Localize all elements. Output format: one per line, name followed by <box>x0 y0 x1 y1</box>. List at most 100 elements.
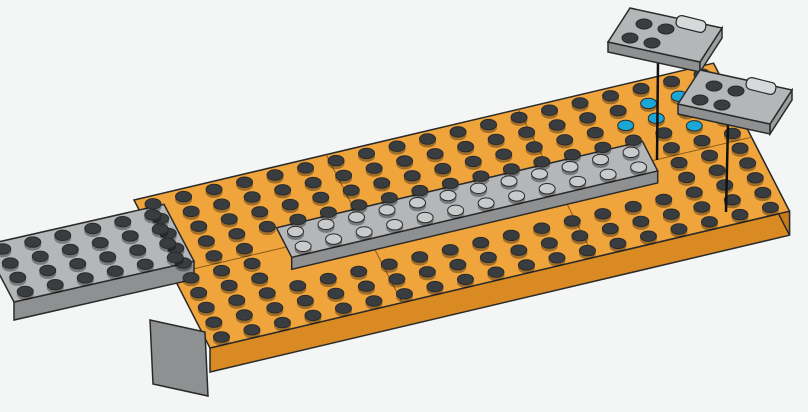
orange-plate-stud <box>244 325 260 335</box>
orange-plate-stud <box>183 273 199 283</box>
orange-plate-stud <box>229 295 245 305</box>
gray-wing-stud <box>107 266 123 276</box>
orange-plate-stud <box>427 281 443 291</box>
orange-plate-stud <box>343 185 359 195</box>
gray-wing-stud <box>100 252 116 262</box>
orange-plate-stud <box>290 214 306 224</box>
orange-plate-stud <box>359 148 375 158</box>
gray-strip-stud <box>600 169 616 179</box>
orange-plate-stud <box>145 199 161 209</box>
orange-plate-stud <box>511 245 527 255</box>
orange-plate-stud <box>671 224 687 234</box>
orange-plate-stud <box>534 223 550 233</box>
clip-stud <box>728 86 744 96</box>
orange-plate-stud <box>198 302 214 312</box>
highlight-stud <box>641 98 657 108</box>
gray-strip-stud <box>318 219 334 229</box>
orange-plate-stud <box>579 245 595 255</box>
orange-plate-stud <box>442 245 458 255</box>
orange-plate-stud <box>709 165 725 175</box>
orange-plate-stud <box>328 288 344 298</box>
gray-strip-stud <box>295 241 311 251</box>
orange-plate-stud <box>755 187 771 197</box>
orange-plate-stud <box>351 266 367 276</box>
orange-plate-stud <box>572 98 588 108</box>
orange-plate-stud <box>236 243 252 253</box>
orange-plate-stud <box>191 287 207 297</box>
gray-wing-stud <box>17 286 33 296</box>
orange-plate-stud <box>526 142 542 152</box>
orange-plate-stud <box>274 317 290 327</box>
gray-wing-stud <box>10 272 26 282</box>
orange-plate-stud <box>458 141 474 151</box>
orange-plate-stud <box>496 149 512 159</box>
orange-plate-stud <box>206 184 222 194</box>
orange-plate-stud <box>396 289 412 299</box>
orange-plate-stud <box>694 135 710 145</box>
gray-strip-stud <box>387 220 403 230</box>
gray-wing-stud <box>25 237 41 247</box>
orange-plate-stud <box>457 274 473 284</box>
gray-strip-stud <box>417 212 433 222</box>
gray-strip-stud <box>532 169 548 179</box>
orange-plate-stud <box>450 127 466 137</box>
gray-wing-stud <box>160 238 176 248</box>
orange-plate-stud <box>602 223 618 233</box>
orange-plate-stud <box>412 185 428 195</box>
orange-plate-stud <box>213 332 229 342</box>
orange-plate-stud <box>595 142 611 152</box>
orange-plate-stud <box>656 194 672 204</box>
gray-wing-plate <box>0 204 208 396</box>
orange-plate-stud <box>252 207 268 217</box>
orange-plate-stud <box>259 221 275 231</box>
gray-wing-stud <box>167 252 183 262</box>
orange-plate-stud <box>473 171 489 181</box>
orange-plate-stud <box>473 237 489 247</box>
orange-plate-stud <box>610 105 626 115</box>
leader-line <box>657 62 658 160</box>
orange-plate-stud <box>214 265 230 275</box>
orange-plate-stud <box>305 177 321 187</box>
orange-plate-stud <box>320 207 336 217</box>
gray-strip-stud <box>631 162 647 172</box>
clip-stud <box>636 19 652 29</box>
gray-strip-stud <box>501 176 517 186</box>
orange-plate-stud <box>244 192 260 202</box>
orange-plate-stud <box>366 163 382 173</box>
orange-plate-stud <box>328 155 344 165</box>
orange-plate-stud <box>206 251 222 261</box>
orange-plate-stud <box>625 135 641 145</box>
orange-plate-stud <box>534 157 550 167</box>
gray-wing-stud <box>0 244 11 254</box>
orange-plate-stud <box>679 172 695 182</box>
gray-strip-stud <box>623 147 639 157</box>
orange-plate-stud <box>717 180 733 190</box>
gray-strip-stud <box>570 176 586 186</box>
orange-plate-stud <box>221 214 237 224</box>
clip-stud <box>692 95 708 105</box>
orange-plate-stud <box>221 280 237 290</box>
orange-plate-stud <box>465 156 481 166</box>
gray-wing-stud <box>55 230 71 240</box>
orange-plate-stud <box>313 192 329 202</box>
orange-plate-stud <box>702 150 718 160</box>
orange-plate-stud <box>229 229 245 239</box>
gray-wing-stud <box>32 251 48 261</box>
orange-plate-stud <box>542 105 558 115</box>
orange-plate-stud <box>747 173 763 183</box>
gray-wing-stud <box>152 224 168 234</box>
orange-plate-stud <box>336 170 352 180</box>
orange-plate-stud <box>259 288 275 298</box>
clip-stud <box>706 81 722 91</box>
orange-plate-stud <box>564 149 580 159</box>
orange-plate-stud <box>389 141 405 151</box>
orange-plate-stud <box>267 303 283 313</box>
orange-plate-stud <box>633 83 649 93</box>
orange-plate-stud <box>297 295 313 305</box>
orange-plate-stud <box>663 143 679 153</box>
orange-plate-stud <box>595 209 611 219</box>
orange-plate-stud <box>549 253 565 263</box>
highlight-stud <box>618 120 634 130</box>
gray-wing-stud <box>137 259 153 269</box>
orange-plate-stud <box>481 119 497 129</box>
